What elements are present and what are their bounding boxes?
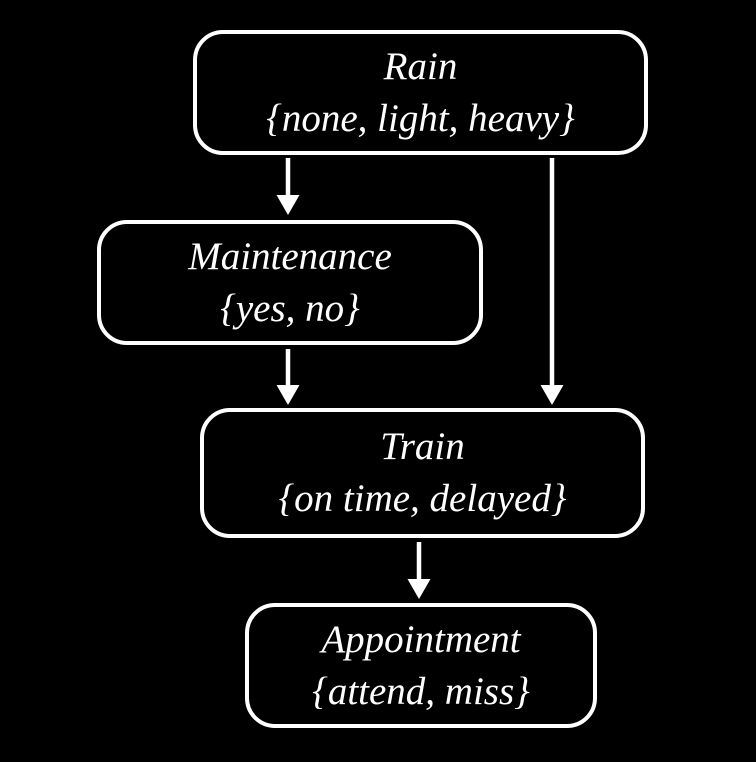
node-appointment: Appointment {attend, miss} xyxy=(245,603,597,728)
arrow-head-icon xyxy=(407,579,431,599)
arrow-head-icon xyxy=(540,385,564,405)
node-train-values: {on time, delayed} xyxy=(278,477,567,520)
node-maintenance: Maintenance {yes, no} xyxy=(97,220,483,345)
node-maintenance-label: Maintenance xyxy=(188,234,392,278)
node-train-label: Train xyxy=(380,425,465,468)
node-rain-values: {none, light, heavy} xyxy=(266,96,575,140)
node-rain: Rain {none, light, heavy} xyxy=(193,30,648,155)
edge-maintenance-to-train xyxy=(276,349,300,405)
node-appointment-label: Appointment xyxy=(321,617,521,661)
arrow-head-icon xyxy=(276,385,300,405)
edge-rain-to-maintenance xyxy=(276,158,300,215)
node-train: Train {on time, delayed} xyxy=(200,408,645,538)
arrow-head-icon xyxy=(276,195,300,215)
node-maintenance-values: {yes, no} xyxy=(220,286,360,330)
edge-train-to-appointment xyxy=(407,542,431,599)
node-appointment-values: {attend, miss} xyxy=(312,669,530,713)
edge-rain-to-train xyxy=(540,158,564,405)
node-rain-label: Rain xyxy=(383,44,458,88)
